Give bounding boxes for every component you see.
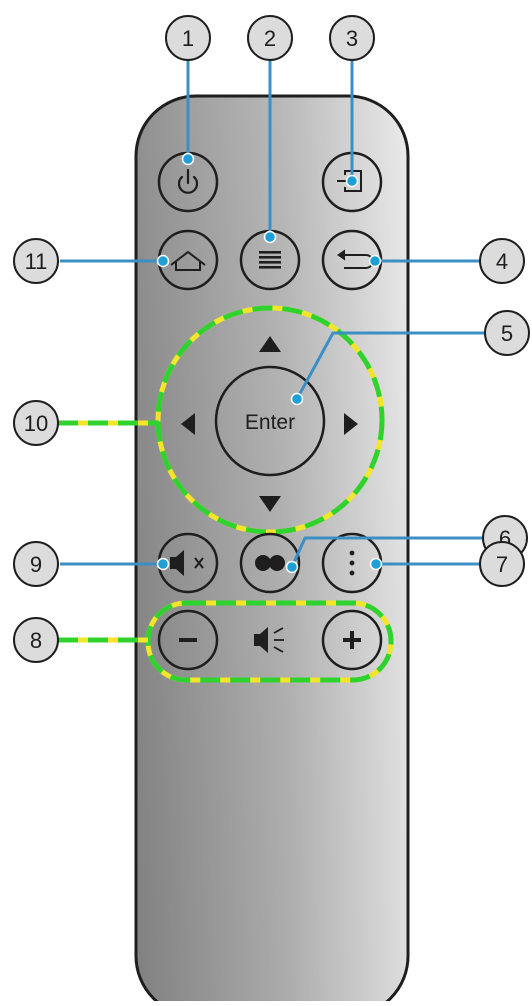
more-vertical-icon	[349, 550, 355, 576]
home-icon	[170, 251, 206, 271]
plus-icon	[343, 631, 361, 649]
callout-bubble-7: 7	[479, 541, 525, 587]
callout-dot-4	[368, 254, 382, 268]
minus-icon	[179, 638, 197, 642]
enter-button[interactable]: Enter	[214, 365, 326, 477]
callout-number: 3	[346, 26, 358, 51]
callout-dots	[156, 152, 383, 574]
arrow-up-icon	[259, 336, 281, 352]
callout-bubble-3: 3	[329, 15, 375, 61]
left-button[interactable]	[181, 413, 195, 435]
volume-icon	[254, 627, 284, 653]
callout-number: 9	[30, 552, 42, 577]
callout-number: 10	[24, 411, 48, 436]
up-button[interactable]	[259, 336, 281, 352]
callout-bubble-9: 9	[13, 541, 59, 587]
callout-dot-7	[369, 557, 383, 571]
arrow-down-icon	[259, 496, 281, 512]
callout-number: 4	[496, 249, 508, 274]
callout-bubble-2: 2	[247, 15, 293, 61]
callout-dot-11	[156, 254, 170, 268]
callout-line-5	[295, 331, 485, 400]
arrow-right-icon	[344, 413, 358, 435]
mute-icon	[170, 550, 204, 576]
volume-up-button[interactable]	[321, 609, 383, 671]
callout-number: 2	[264, 26, 276, 51]
callout-dot-3	[345, 174, 359, 188]
callout-number: 5	[501, 321, 513, 346]
arrow-left-icon	[181, 413, 195, 435]
callout-dot-9	[156, 557, 170, 571]
callout-number: 7	[496, 552, 508, 577]
callout-bubble-8: 8	[13, 617, 59, 663]
callout-bubble-11: 11	[13, 238, 59, 284]
mode-button[interactable]	[239, 532, 301, 594]
direction-pad: Enter	[155, 305, 385, 535]
enter-label: Enter	[245, 411, 295, 434]
callout-line-6	[290, 536, 483, 568]
callout-bubble-4: 4	[479, 238, 525, 284]
power-icon	[177, 168, 199, 194]
callout-dot-6	[285, 560, 299, 574]
callout-dot-2	[263, 230, 277, 244]
callout-number: 8	[30, 628, 42, 653]
callout-number: 1	[182, 26, 194, 51]
callout-bubble-5: 5	[484, 310, 530, 356]
callout-number: 11	[25, 249, 48, 274]
mode-icon	[255, 555, 285, 571]
callout-dot-5	[290, 392, 304, 406]
menu-icon	[259, 251, 281, 269]
callout-bubble-10: 10	[13, 400, 59, 446]
right-button[interactable]	[344, 413, 358, 435]
callout-dot-1	[181, 152, 195, 166]
callout-bubble-1: 1	[165, 15, 211, 61]
volume-down-button[interactable]	[157, 609, 219, 671]
down-button[interactable]	[259, 496, 281, 512]
remote-body-shade	[138, 98, 406, 1006]
callout-lines	[58, 60, 485, 643]
